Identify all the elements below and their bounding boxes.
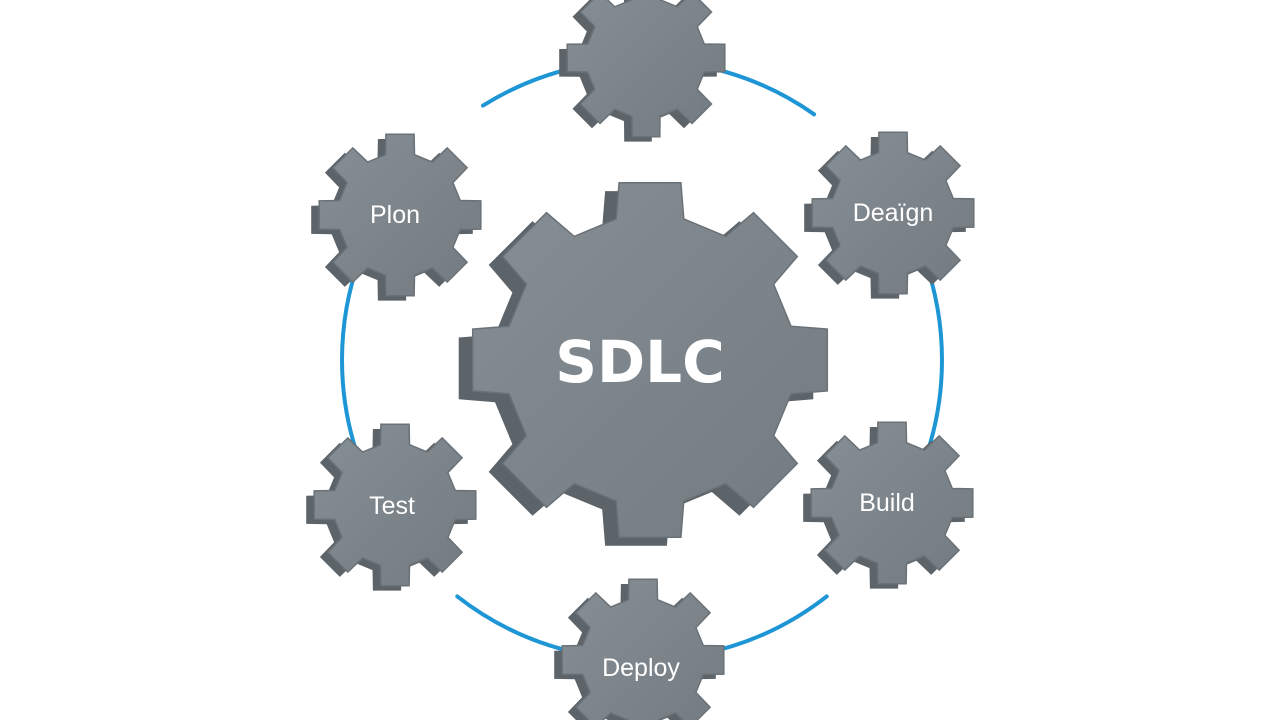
- phase-label-test: Test: [369, 492, 415, 520]
- connector-arc: [702, 594, 829, 656]
- phase-label-plan: Plon: [370, 201, 420, 229]
- gear-shape: [810, 421, 974, 585]
- connector-arc: [340, 255, 363, 465]
- phase-label-design: Deaïgn: [853, 199, 934, 227]
- phase-gear-test: Test: [306, 423, 477, 591]
- gear-shape: [318, 133, 482, 297]
- center-gear-shape: [471, 181, 829, 539]
- gear-shape: [566, 0, 726, 138]
- phase-gear-deploy: Deploy: [554, 578, 725, 720]
- gear-shape: [811, 131, 975, 295]
- connector-arc: [921, 255, 944, 465]
- gear-shape: [561, 578, 725, 720]
- phase-gear-build: Build: [803, 421, 974, 589]
- center-gear: SDLC: [458, 181, 829, 546]
- phase-gear-plan: Plon: [311, 133, 482, 301]
- center-gear-label: SDLC: [555, 328, 724, 396]
- phase-gear-design: Deaïgn: [804, 131, 975, 299]
- phase-gear-top: [559, 0, 726, 142]
- phase-label-build: Build: [859, 489, 915, 517]
- phase-label-deploy: Deploy: [602, 654, 680, 682]
- connector-arc: [455, 594, 582, 656]
- gear-shape: [313, 423, 477, 587]
